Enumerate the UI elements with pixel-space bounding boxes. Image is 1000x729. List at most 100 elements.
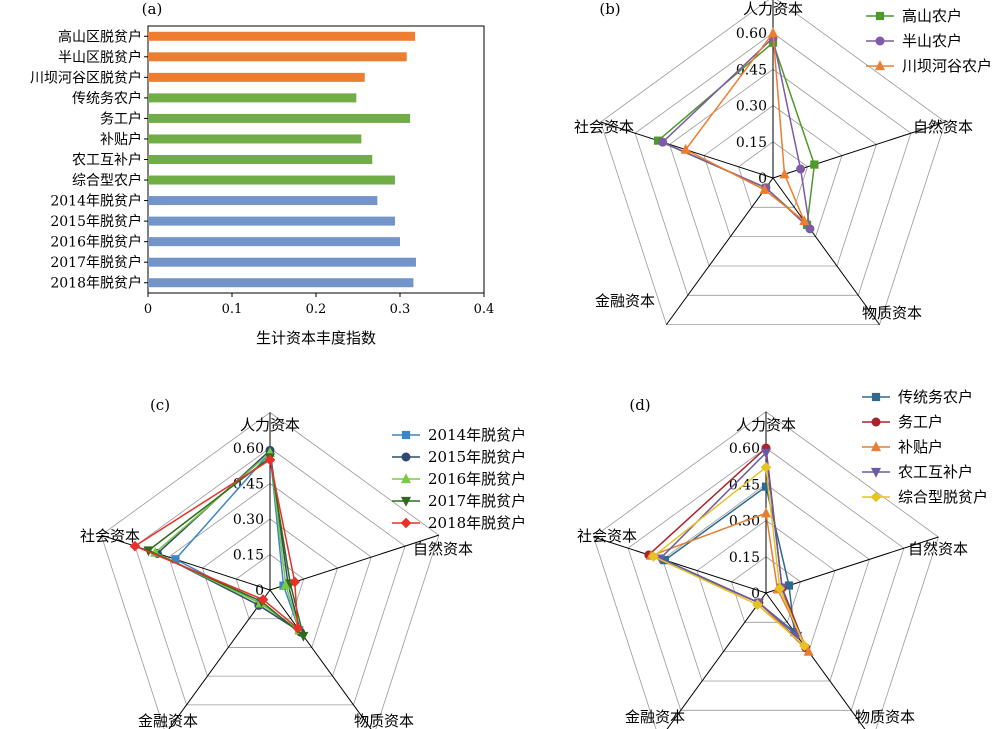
legend-label-4: 2018年脱贫户 bbox=[428, 514, 526, 532]
panel-b-label: (b) bbox=[599, 0, 620, 18]
legend-marker-2 bbox=[400, 473, 412, 484]
legend-label-0: 高山农户 bbox=[902, 7, 962, 25]
bar-3 bbox=[148, 93, 357, 103]
grid-ring-2 bbox=[696, 520, 836, 653]
axis-label-4: 社会资本 bbox=[574, 118, 634, 136]
grid-ring-1 bbox=[731, 556, 801, 623]
legend-marker-1 bbox=[871, 417, 881, 427]
bar-7 bbox=[148, 175, 395, 185]
grid-ring-4 bbox=[627, 447, 905, 711]
x-tick-label-3: 0.3 bbox=[390, 302, 411, 317]
series-4-point-3 bbox=[752, 599, 763, 611]
x-axis-title: 生计资本丰度指数 bbox=[256, 329, 376, 347]
category-label-2: 川坝河谷区脱贫户 bbox=[30, 69, 142, 86]
series-2-point-0 bbox=[767, 27, 779, 38]
axis-label-2: 物质资本 bbox=[354, 712, 414, 729]
spoke-2 bbox=[765, 592, 866, 729]
spoke-2 bbox=[269, 589, 372, 729]
x-tick-label-0: 0 bbox=[144, 302, 152, 317]
series-1-point-1 bbox=[796, 164, 806, 174]
grid-ring-4 bbox=[634, 32, 912, 296]
series-line-4 bbox=[651, 465, 806, 647]
legend-marker-0 bbox=[401, 430, 411, 440]
legend-marker-3 bbox=[870, 467, 882, 478]
legend-marker-1 bbox=[401, 452, 411, 462]
legend-label-1: 2015年脱贫户 bbox=[428, 448, 526, 466]
radial-tick-0: 0 bbox=[758, 171, 767, 187]
legend-label-0: 传统务农户 bbox=[898, 388, 973, 406]
bar-6 bbox=[148, 155, 373, 164]
axis-label-2: 物质资本 bbox=[855, 708, 915, 726]
legend-label-2: 2016年脱贫户 bbox=[428, 470, 526, 488]
series-4-point-2 bbox=[799, 640, 810, 652]
grid-ring-1 bbox=[235, 554, 305, 620]
series-4-point-3 bbox=[257, 594, 269, 605]
bar-11 bbox=[148, 257, 416, 267]
axis-label-4: 社会资本 bbox=[80, 527, 140, 545]
axis-label-1: 自然资本 bbox=[908, 540, 968, 558]
radial-tick-2: 0.30 bbox=[233, 512, 264, 528]
panel-c: (c)00.150.300.450.60人力资本自然资本物质资本金融资本社会资本… bbox=[80, 396, 526, 729]
bar-4 bbox=[148, 113, 411, 123]
legend-label-0: 2014年脱贫户 bbox=[428, 426, 526, 444]
series-4 bbox=[129, 454, 304, 634]
category-label-5: 补贴户 bbox=[100, 131, 142, 148]
category-label-11: 2017年脱贫户 bbox=[50, 254, 142, 271]
radial-tick-1: 0.15 bbox=[233, 548, 264, 564]
series-1 bbox=[644, 443, 811, 653]
x-tick-label-2: 0.2 bbox=[306, 302, 327, 317]
legend-marker-2 bbox=[874, 60, 886, 71]
bar-8 bbox=[148, 196, 378, 206]
category-label-3: 传统务农户 bbox=[72, 90, 142, 107]
legend-label-2: 川坝河谷农户 bbox=[902, 57, 992, 75]
axis-label-1: 自然资本 bbox=[913, 118, 973, 136]
legend-label-1: 务工户 bbox=[898, 413, 943, 431]
bar-1 bbox=[148, 52, 407, 62]
legend-label-1: 半山农户 bbox=[902, 32, 962, 50]
series-4-point-1 bbox=[289, 576, 301, 588]
spoke-4 bbox=[593, 536, 767, 594]
legend-marker-4 bbox=[870, 491, 882, 503]
axis-label-3: 金融资本 bbox=[625, 708, 685, 726]
series-4 bbox=[648, 462, 810, 652]
bar-9 bbox=[148, 216, 395, 226]
panel-b: (b)00.150.300.450.60人力资本自然资本物质资本金融资本社会资本… bbox=[574, 0, 992, 326]
radial-tick-1: 0.15 bbox=[736, 135, 767, 151]
series-4-point-1 bbox=[774, 583, 786, 594]
series-4-point-4 bbox=[648, 551, 659, 562]
grid-ring-2 bbox=[202, 518, 338, 648]
bar-10 bbox=[148, 237, 400, 247]
category-label-9: 2015年脱贫户 bbox=[50, 213, 142, 230]
radial-tick-4: 0.60 bbox=[729, 441, 760, 457]
spoke-3 bbox=[666, 592, 767, 729]
series-4-point-2 bbox=[292, 622, 304, 634]
series-2-point-2 bbox=[799, 215, 810, 226]
legend-label-2: 补贴户 bbox=[898, 438, 943, 456]
legend-marker-1 bbox=[875, 36, 885, 46]
legend-marker-2 bbox=[870, 441, 882, 452]
legend-label-3: 2017年脱贫户 bbox=[428, 492, 526, 510]
category-label-4: 务工户 bbox=[100, 110, 142, 127]
grid-ring-3 bbox=[669, 68, 877, 267]
grid-ring-2 bbox=[703, 105, 843, 238]
category-label-7: 综合型农户 bbox=[72, 172, 142, 189]
bar-0 bbox=[148, 31, 416, 41]
panel-d-label: (d) bbox=[629, 396, 650, 414]
spoke-2 bbox=[772, 177, 880, 325]
spoke-3 bbox=[168, 589, 271, 729]
panel-c-label: (c) bbox=[150, 396, 170, 414]
grid-ring-1 bbox=[738, 141, 808, 208]
panel-a-label: (a) bbox=[142, 0, 163, 18]
radial-tick-0: 0 bbox=[751, 586, 760, 602]
category-label-8: 2014年脱贫户 bbox=[50, 193, 142, 210]
bar-2 bbox=[148, 72, 365, 82]
series-2-point-1 bbox=[779, 168, 790, 179]
axis-label-0: 人力资本 bbox=[743, 0, 803, 18]
series-line-3 bbox=[658, 451, 799, 639]
axis-label-0: 人力资本 bbox=[240, 416, 300, 434]
series-2 bbox=[150, 447, 305, 635]
series-1 bbox=[152, 445, 306, 637]
series-0-point-1 bbox=[810, 160, 819, 169]
series-2 bbox=[680, 27, 810, 226]
